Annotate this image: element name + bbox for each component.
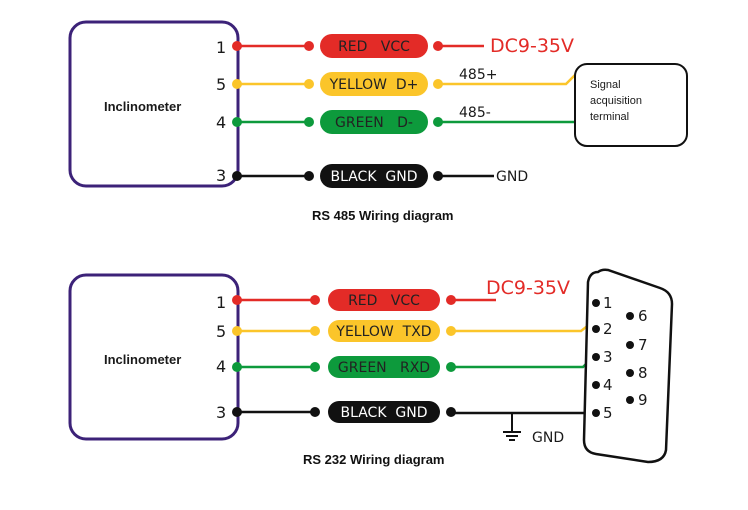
rs485-pill-yellow-label: YELLOW D+ <box>329 77 419 93</box>
rs485-pill-black <box>320 164 428 188</box>
rs485-pill-yellow <box>320 72 428 96</box>
db9-left-pins: 1 2 3 4 5 <box>592 294 613 422</box>
ground-icon <box>503 413 521 441</box>
rs485-wire-red: RED VCC DC9-35V <box>232 34 574 58</box>
rs232-pill-red-label: RED VCC <box>348 293 420 309</box>
rs485-pin-3: 3 <box>216 166 226 185</box>
rs485-device-box <box>68 20 240 188</box>
rs232-pin-1: 1 <box>216 293 226 312</box>
rs485-diagram: Inclinometer 1 5 4 3 RED VCC DC9-35V YEL… <box>68 20 688 223</box>
terminal-label-line-1: Signal <box>590 79 621 91</box>
rs485-pin-1: 1 <box>216 38 226 57</box>
rs485-pill-red-label: RED VCC <box>338 39 410 55</box>
signal-acquisition-terminal: Signal acquisition terminal <box>574 63 688 147</box>
rs232-caption: RS 232 Wiring diagram <box>303 452 444 467</box>
rs232-pill-red <box>328 289 440 311</box>
rs232-wire-black: BLACK GND GND <box>232 401 594 446</box>
terminal-label-line-3: terminal <box>590 111 629 123</box>
rs485-caption: RS 485 Wiring diagram <box>312 208 453 223</box>
rs232-pill-black-label: BLACK GND <box>340 405 427 421</box>
rs232-pin-5: 5 <box>216 322 226 341</box>
rs232-pill-black <box>328 401 440 423</box>
rs485-wire-green: GREEN D- 485- <box>232 105 576 134</box>
rs485-supply-label: DC9-35V <box>490 35 574 57</box>
rs232-pin-4: 4 <box>216 357 226 376</box>
db9-pin-4: 4 <box>603 376 613 394</box>
terminal-label-line-2: acquisition <box>590 95 642 107</box>
rs232-wire-yellow: YELLOW TXD <box>232 320 591 342</box>
db9-connector: 1 2 3 4 5 6 7 8 9 <box>582 268 674 464</box>
db9-pin-5: 5 <box>603 404 613 422</box>
db9-pin-8: 8 <box>638 364 648 382</box>
rs485-wire-yellow: YELLOW D+ 485+ <box>232 67 579 96</box>
rs232-pill-yellow-label: YELLOW TXD <box>335 324 431 340</box>
rs485-d-minus-label: 485- <box>459 105 491 121</box>
rs232-pill-green <box>328 356 440 378</box>
rs485-device-label: Inclinometer <box>104 99 181 114</box>
rs232-device-label: Inclinometer <box>104 352 181 367</box>
rs485-pin-5: 5 <box>216 75 226 94</box>
rs232-wire-red: RED VCC DC9-35V <box>232 277 570 311</box>
rs232-pill-green-label: GREEN RXD <box>338 360 430 376</box>
db9-pin-3: 3 <box>603 348 613 366</box>
rs485-wire-black: BLACK GND GND <box>232 164 528 188</box>
rs485-pill-black-label: BLACK GND <box>330 169 417 185</box>
db9-right-pins: 6 7 8 9 <box>626 307 648 409</box>
rs232-gnd-label: GND <box>532 430 564 446</box>
rs485-pill-green <box>320 110 428 134</box>
rs232-device-box <box>68 273 240 441</box>
rs485-pin-4: 4 <box>216 113 226 132</box>
rs232-pill-yellow <box>328 320 440 342</box>
db9-pin-7: 7 <box>638 336 648 354</box>
rs232-supply-label: DC9-35V <box>486 277 570 299</box>
rs485-d-plus-label: 485+ <box>459 67 497 83</box>
db9-pin-9: 9 <box>638 391 648 409</box>
rs232-pin-3: 3 <box>216 403 226 422</box>
rs232-wire-green: GREEN RXD <box>232 355 595 378</box>
rs232-diagram: Inclinometer 1 5 4 3 RED VCC DC9-35V YEL… <box>68 268 674 467</box>
rs485-pill-red <box>320 34 428 58</box>
db9-pin-6: 6 <box>638 307 648 325</box>
db9-pin-2: 2 <box>603 320 613 338</box>
db9-pin-1: 1 <box>603 294 613 312</box>
rs485-pill-green-label: GREEN D- <box>335 115 413 131</box>
rs485-gnd-label: GND <box>496 169 528 185</box>
